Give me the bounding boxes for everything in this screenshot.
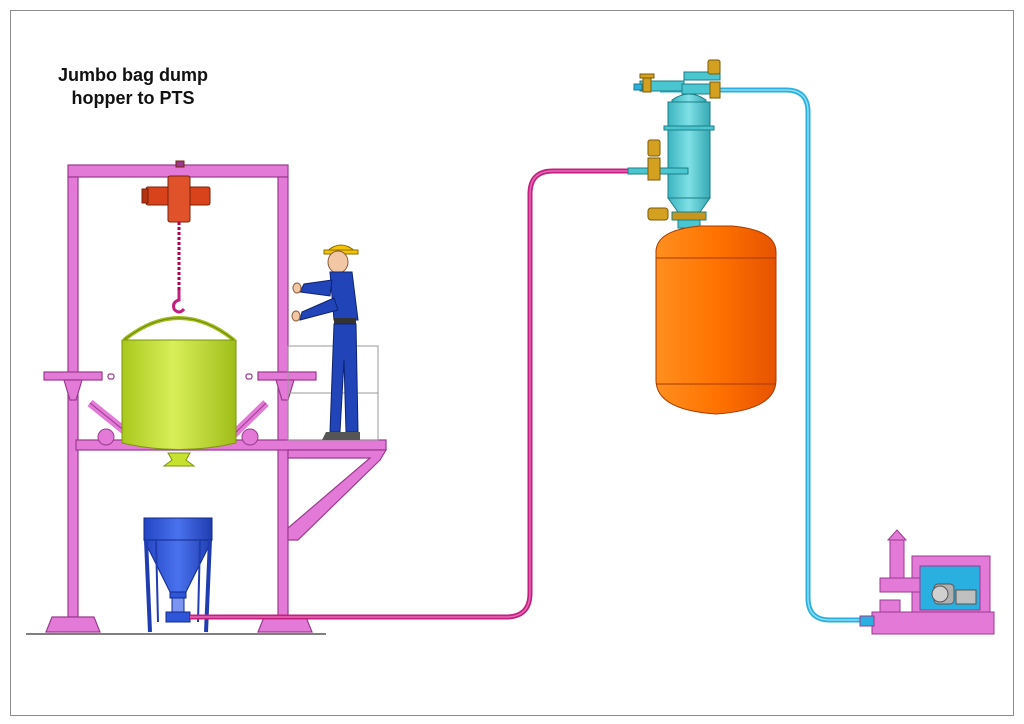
valve-top-right — [707, 59, 721, 99]
electric-hoist — [141, 160, 211, 223]
diagram-title: Jumbo bag dump hopper to PTS — [28, 64, 238, 110]
conveying-line — [190, 168, 650, 620]
valve-inlet — [647, 139, 661, 181]
receiver-vessel — [655, 225, 777, 415]
valve-discharge — [647, 207, 669, 221]
drawing-border — [10, 10, 1014, 716]
title-line-2: hopper to PTS — [71, 88, 195, 108]
worker — [291, 244, 360, 440]
title-line-1: Jumbo bag dump — [58, 65, 208, 85]
filter-receiver — [627, 71, 721, 229]
valve-top-left — [639, 73, 655, 93]
blower-package — [859, 529, 995, 635]
conveying-line-highlight — [190, 170, 650, 618]
hoist-hook — [172, 290, 186, 314]
jumbo-bag — [121, 316, 237, 467]
return-line-highlight — [660, 89, 882, 621]
